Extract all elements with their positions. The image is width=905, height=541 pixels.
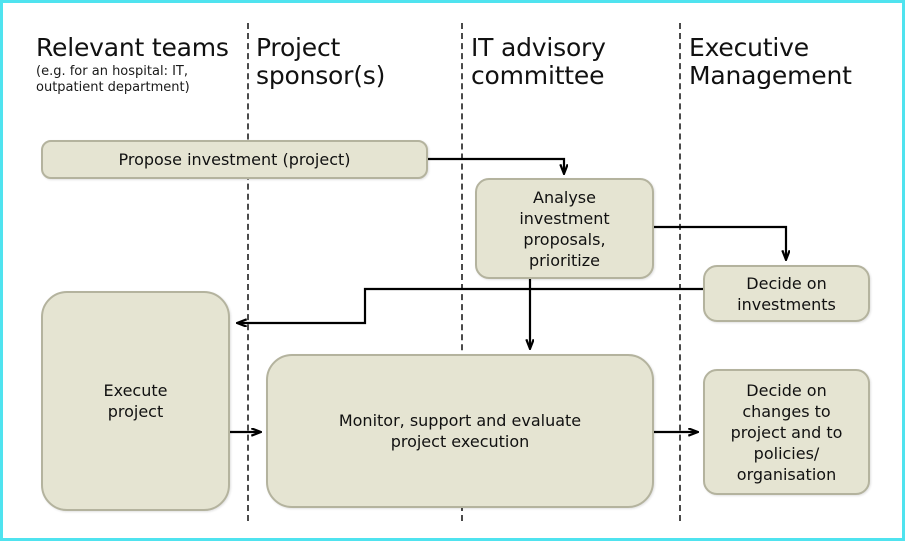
- lane-subtitle-relevant-teams: (e.g. for an hospital: IT, outpatient de…: [36, 64, 190, 95]
- lane-title-project-sponsors: Project sponsor(s): [256, 33, 386, 90]
- node-label-propose-investment: Propose investment (project): [118, 150, 351, 169]
- node-execute-project[interactable]: Execute project: [41, 291, 230, 511]
- lane-title-relevant-teams: Relevant teams: [36, 33, 229, 62]
- node-monitor-support-evaluate[interactable]: Monitor, support and evaluate project ex…: [266, 354, 654, 508]
- lane-header-relevant-teams: Relevant teams (e.g. for an hospital: IT…: [36, 34, 241, 96]
- lane-header-it-advisory-committee: IT advisory committee: [471, 34, 676, 90]
- node-label-analyse-investment-proposals: Analyse investment proposals, prioritize: [519, 187, 610, 270]
- lane-title-executive-management: Executive Management: [689, 33, 852, 90]
- edge-analyse-to-decide-investments: [654, 225, 786, 259]
- edge-propose-to-analyse: [428, 157, 564, 173]
- lane-header-project-sponsors: Project sponsor(s): [256, 34, 456, 90]
- lane-title-it-advisory-committee: IT advisory committee: [471, 33, 606, 90]
- lane-divider-1: [247, 23, 249, 521]
- node-label-decide-on-investments: Decide on investments: [737, 273, 836, 314]
- node-propose-investment[interactable]: Propose investment (project): [41, 140, 428, 179]
- node-label-decide-on-changes: Decide on changes to project and to poli…: [730, 380, 843, 484]
- node-label-monitor-support-evaluate: Monitor, support and evaluate project ex…: [338, 411, 582, 451]
- lane-header-executive-management: Executive Management: [689, 34, 899, 90]
- lane-divider-3: [679, 23, 681, 521]
- node-decide-on-investments[interactable]: Decide on investments: [703, 265, 870, 322]
- lane-divider-2: [461, 23, 463, 521]
- node-analyse-investment-proposals[interactable]: Analyse investment proposals, prioritize: [475, 178, 654, 279]
- edge-decide-investments-to-execute: [238, 287, 703, 323]
- node-decide-on-changes[interactable]: Decide on changes to project and to poli…: [703, 369, 870, 495]
- node-label-execute-project: Execute project: [103, 381, 168, 421]
